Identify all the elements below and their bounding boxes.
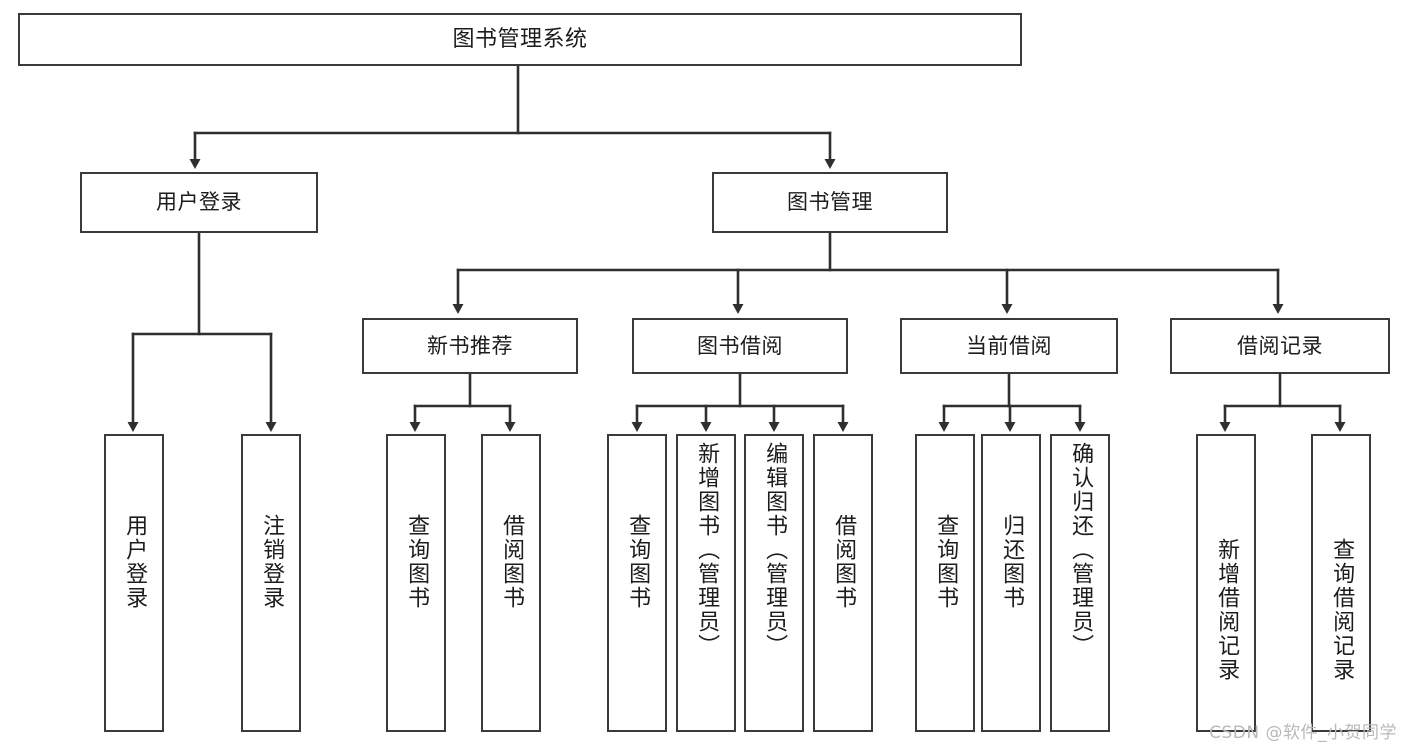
leaf-query-book-new[interactable]: 查询图书 [386, 434, 446, 732]
leaf-query-borrow-record[interactable]: 查询借阅记录 [1311, 434, 1371, 732]
node-borrow-record[interactable]: 借阅记录 [1170, 318, 1390, 374]
leaf-confirm-return-admin[interactable]: 确认归还（管理员） [1050, 434, 1110, 732]
node-label: 借阅图书 [499, 514, 525, 610]
node-label: 查询图书 [933, 514, 959, 610]
node-book-management[interactable]: 图书管理 [712, 172, 948, 233]
node-new-book-recommend[interactable]: 新书推荐 [362, 318, 578, 374]
node-label: 新书推荐 [427, 333, 513, 358]
node-label: 查询借阅记录 [1329, 538, 1355, 682]
node-label: 新增借阅记录 [1214, 538, 1240, 682]
leaf-query-book[interactable]: 查询图书 [607, 434, 667, 732]
leaf-borrow-book[interactable]: 借阅图书 [813, 434, 873, 732]
watermark-text: CSDN @软件_小贺同学 [1209, 723, 1397, 743]
node-label: 借阅记录 [1237, 333, 1323, 358]
node-label: 当前借阅 [966, 333, 1052, 358]
node-label: 编辑图书（管理员） [762, 442, 788, 658]
node-label: 图书管理系统 [452, 26, 588, 52]
node-label: 查询图书 [404, 514, 430, 610]
node-book-borrow[interactable]: 图书借阅 [632, 318, 848, 374]
leaf-return-book[interactable]: 归还图书 [981, 434, 1041, 732]
node-label: 注销登录 [259, 514, 285, 610]
leaf-logout[interactable]: 注销登录 [241, 434, 301, 732]
leaf-user-login[interactable]: 用户登录 [104, 434, 164, 732]
node-user-login[interactable]: 用户登录 [80, 172, 318, 233]
node-root-system[interactable]: 图书管理系统 [18, 13, 1022, 66]
leaf-edit-book-admin[interactable]: 编辑图书（管理员） [744, 434, 804, 732]
node-label: 用户登录 [156, 190, 242, 215]
node-label: 归还图书 [999, 514, 1025, 610]
leaf-add-borrow-record[interactable]: 新增借阅记录 [1196, 434, 1256, 732]
node-current-borrow[interactable]: 当前借阅 [900, 318, 1118, 374]
leaf-add-book-admin[interactable]: 新增图书（管理员） [676, 434, 736, 732]
leaf-query-book-current[interactable]: 查询图书 [915, 434, 975, 732]
node-label: 图书管理 [787, 190, 873, 215]
leaf-borrow-book-new[interactable]: 借阅图书 [481, 434, 541, 732]
node-label: 查询图书 [625, 514, 651, 610]
node-label: 确认归还（管理员） [1068, 442, 1094, 658]
node-label: 借阅图书 [831, 514, 857, 610]
node-label: 用户登录 [122, 514, 148, 610]
node-label: 图书借阅 [697, 333, 783, 358]
node-label: 新增图书（管理员） [694, 442, 720, 658]
